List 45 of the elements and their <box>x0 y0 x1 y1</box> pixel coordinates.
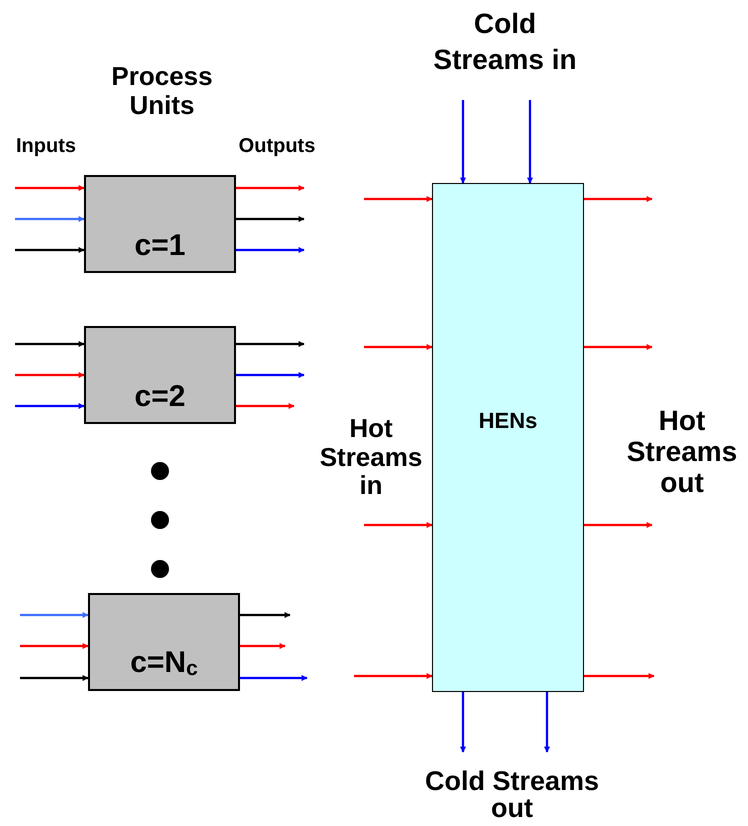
stream-label: Cold Streams out <box>424 768 600 822</box>
arrow <box>584 196 653 202</box>
arrow <box>584 522 653 528</box>
process-unit-box <box>84 326 236 424</box>
arrow <box>584 673 655 679</box>
arrow <box>15 216 85 222</box>
arrow <box>364 196 433 202</box>
stream-label: Cold Streams in <box>432 7 578 78</box>
stream-label: Hot Streams out <box>626 406 738 498</box>
arrow <box>364 522 433 528</box>
arrow <box>240 612 291 618</box>
arrow <box>460 692 466 753</box>
arrow <box>20 675 89 681</box>
unit-label: c=N$_{c}$ <box>130 648 198 679</box>
arrow <box>15 247 85 253</box>
arrow <box>240 643 286 649</box>
process-unit-box <box>88 593 240 691</box>
arrow <box>544 692 550 753</box>
arrow <box>236 216 305 222</box>
arrow <box>20 643 89 649</box>
arrow <box>584 344 653 350</box>
process-unit-box <box>84 175 236 273</box>
stream-label: Process Units <box>110 62 214 120</box>
arrow <box>240 675 308 681</box>
arrow <box>236 185 305 191</box>
unit-label: c=1 <box>134 231 186 261</box>
arrow <box>236 403 295 409</box>
unit-label: c=2 <box>134 382 186 412</box>
arrow <box>15 185 85 191</box>
stream-label: Hot Streams in <box>318 414 424 500</box>
arrow <box>15 372 85 378</box>
box-title: HENs <box>478 410 538 432</box>
arrow <box>527 100 533 184</box>
arrow <box>354 673 433 679</box>
stream-label: Outputs <box>238 135 316 157</box>
heat-exchanger-network-box <box>432 183 584 692</box>
arrow <box>236 247 305 253</box>
arrow <box>236 372 305 378</box>
arrow <box>236 341 305 347</box>
stream-label: Inputs <box>15 135 77 157</box>
arrow <box>364 344 433 350</box>
arrow <box>15 341 85 347</box>
arrow <box>15 403 85 409</box>
arrow <box>460 100 466 184</box>
arrow <box>20 612 89 618</box>
